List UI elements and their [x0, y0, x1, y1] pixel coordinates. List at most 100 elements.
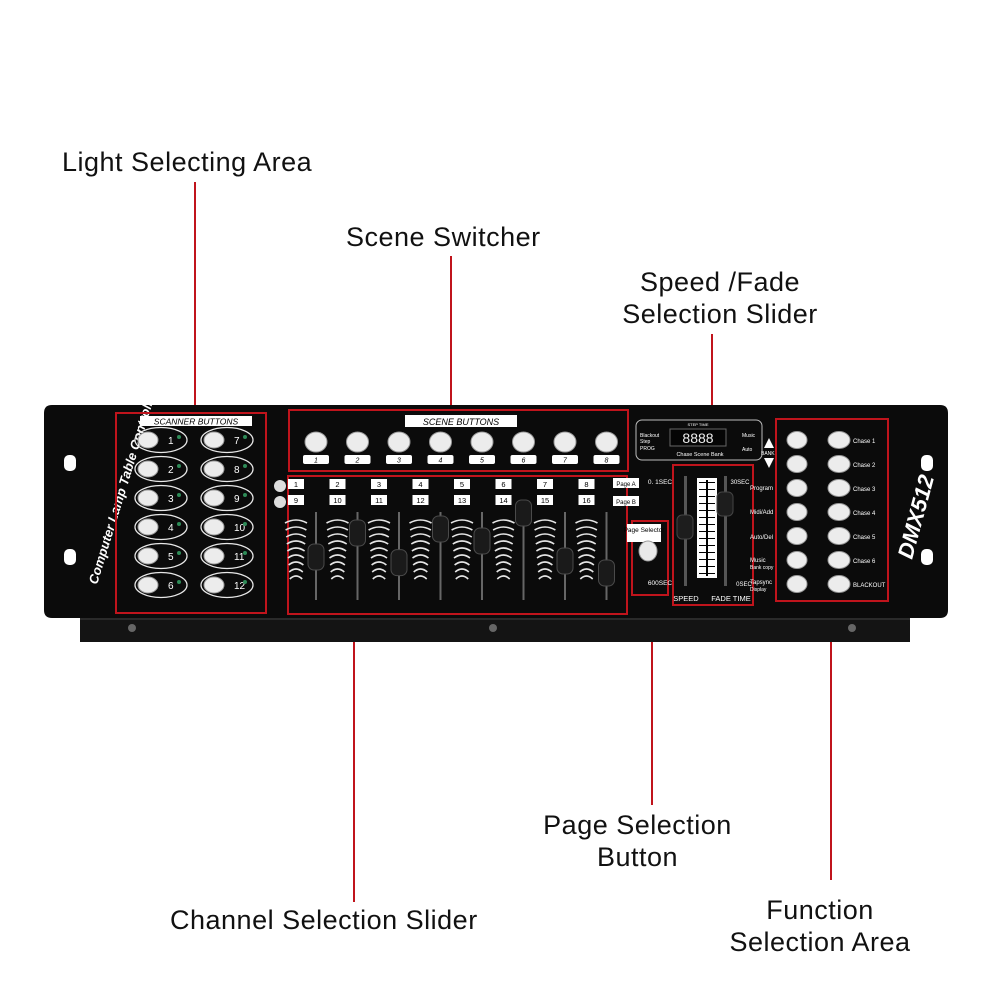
slider-scale-mark: [493, 540, 514, 545]
time-label-bottom: 600SEC: [648, 580, 673, 587]
channel-number-bottom-bg: [288, 495, 304, 505]
scene-number-bg: [386, 455, 412, 464]
channel-number-bottom-bg: [578, 495, 595, 505]
chase-button[interactable]: [827, 503, 851, 521]
led-indicator: [177, 435, 181, 439]
scanner-button-number: 4: [168, 523, 174, 534]
scanner-button-outline: [200, 426, 254, 454]
function-left-label: Program: [750, 486, 773, 492]
function-button[interactable]: [786, 431, 808, 449]
chase-button[interactable]: [827, 551, 851, 569]
scanner-button-outline: [134, 571, 188, 599]
scanner-button[interactable]: [203, 431, 225, 449]
scene-button[interactable]: [470, 431, 494, 453]
scanner-button[interactable]: [203, 547, 225, 565]
scene-number: 4: [439, 458, 443, 465]
scanner-button-number: 3: [168, 494, 174, 505]
channel-slider-knob[interactable]: [598, 559, 615, 587]
function-button[interactable]: [786, 455, 808, 473]
slider-scale-mark: [372, 575, 386, 580]
slider-scale-mark: [326, 526, 349, 531]
function-button[interactable]: [786, 551, 808, 569]
panel-mount-hole: [921, 455, 933, 471]
scanner-button[interactable]: [137, 460, 159, 478]
slider-scale-mark: [286, 540, 306, 545]
scanner-button[interactable]: [203, 518, 225, 536]
channel-number-top: 1: [294, 480, 298, 489]
scanner-button[interactable]: [203, 460, 225, 478]
scanner-button[interactable]: [137, 431, 159, 449]
fade-slider-knob[interactable]: [716, 491, 734, 517]
chase-button[interactable]: [827, 527, 851, 545]
scene-button[interactable]: [304, 431, 328, 453]
slider-scale-mark: [579, 568, 594, 573]
slider-scale-mark: [285, 526, 307, 531]
chase-button[interactable]: [827, 431, 851, 449]
slider-scale-mark: [330, 568, 345, 573]
fade-scale-tick: [699, 510, 715, 511]
slider-scale-mark: [412, 554, 429, 559]
scanner-button-number: 8: [234, 465, 240, 476]
chase-label: Chase 6: [853, 559, 876, 565]
slider-scale-mark: [285, 533, 307, 538]
chase-button[interactable]: [827, 455, 851, 473]
scanner-button[interactable]: [203, 576, 225, 594]
speed-label: SPEED: [673, 594, 699, 603]
slider-scale-mark: [537, 561, 553, 566]
slider-scale-mark: [576, 533, 597, 538]
scene-number-bg: [303, 455, 329, 464]
bank-down-icon[interactable]: [764, 458, 774, 468]
page-selector-button[interactable]: [638, 540, 658, 562]
led-indicator: [243, 464, 247, 468]
scene-button[interactable]: [346, 431, 369, 453]
slider-scale-mark: [329, 554, 346, 559]
page-a-label: Page A: [616, 482, 635, 488]
channel-number-bottom-bg: [371, 495, 387, 505]
scanner-button[interactable]: [137, 518, 159, 536]
scanner-header-bg: [140, 416, 252, 426]
slider-scale-mark: [327, 540, 348, 545]
scene-number: 5: [480, 458, 484, 465]
fade-scale-tick: [699, 573, 715, 574]
channel-slider-knob[interactable]: [432, 515, 449, 543]
slider-scale-mark: [369, 547, 389, 552]
page-selector-label-bg: [627, 524, 661, 542]
function-button[interactable]: [786, 527, 808, 545]
display-digits: 8888: [682, 430, 713, 446]
scanner-button[interactable]: [203, 489, 225, 507]
function-button[interactable]: [786, 479, 808, 497]
slider-scale-mark: [327, 533, 348, 538]
channel-slider-knob[interactable]: [390, 549, 408, 577]
scene-button[interactable]: [512, 431, 535, 453]
channel-slider-knob[interactable]: [307, 543, 325, 571]
scene-number-bg: [510, 455, 537, 464]
scene-button[interactable]: [553, 431, 577, 453]
channel-slider-knob[interactable]: [515, 499, 532, 527]
chase-button[interactable]: [827, 575, 851, 593]
callout-function-line1: Function: [766, 895, 874, 925]
scene-button[interactable]: [429, 431, 452, 453]
bank-up-icon[interactable]: [764, 438, 774, 448]
chase-label: Chase 2: [853, 463, 876, 469]
channel-slider-knob[interactable]: [349, 519, 366, 547]
channel-number-bottom: 12: [416, 496, 424, 505]
scanner-button[interactable]: [137, 547, 159, 565]
channel-number-bottom-bg: [412, 495, 429, 505]
leader-page-selection: [651, 595, 653, 805]
scene-number-bg: [552, 455, 578, 464]
scene-button[interactable]: [595, 431, 618, 453]
channel-slider-knob[interactable]: [473, 527, 491, 555]
chase-button[interactable]: [827, 479, 851, 497]
scanner-button[interactable]: [137, 576, 159, 594]
speed-slider-knob[interactable]: [676, 514, 694, 540]
scene-button[interactable]: [387, 431, 411, 453]
function-button[interactable]: [786, 575, 808, 593]
channel-number-top-bg: [578, 479, 595, 489]
scanner-button[interactable]: [137, 489, 159, 507]
channel-slider-knob[interactable]: [556, 547, 574, 575]
channel-number-top-bg: [412, 479, 429, 489]
function-button[interactable]: [786, 503, 808, 521]
fade-scale-tick: [699, 482, 715, 483]
slider-scale-mark: [496, 575, 511, 580]
